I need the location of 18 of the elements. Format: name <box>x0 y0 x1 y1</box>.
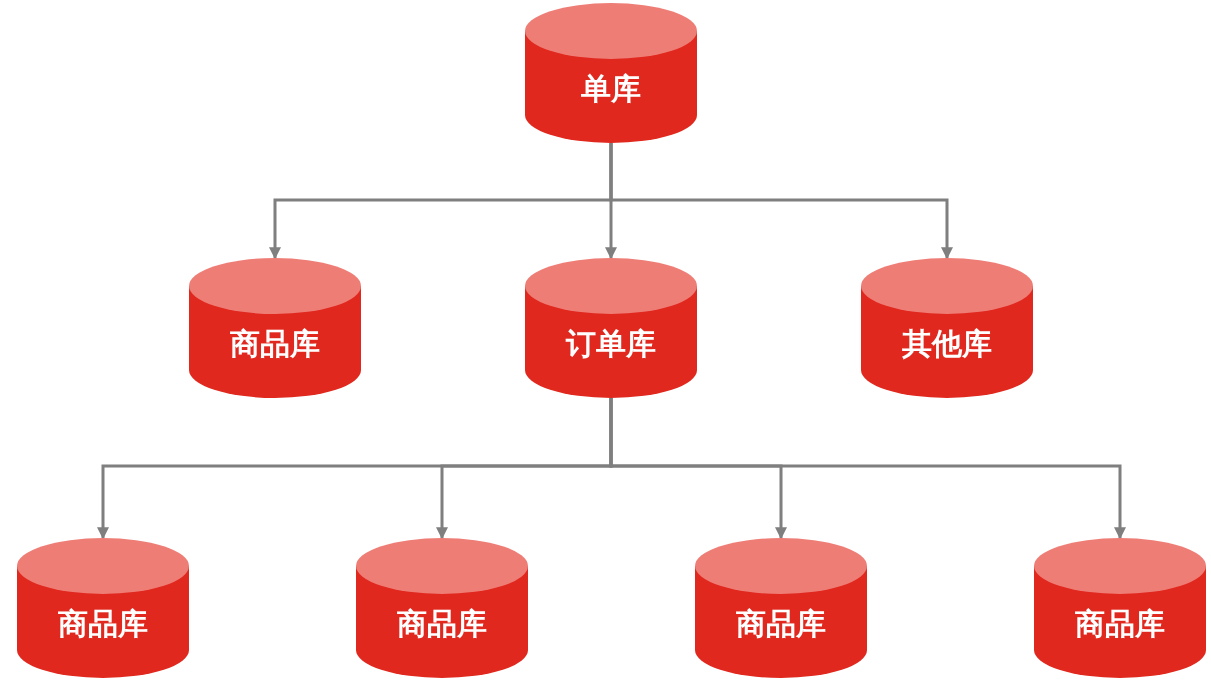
node-label: 订单库 <box>564 326 657 362</box>
node-label: 商品库 <box>735 606 827 642</box>
database-cylinder <box>525 258 697 398</box>
database-cylinder <box>1034 538 1206 678</box>
arrow <box>609 398 1126 540</box>
database-cylinder <box>525 3 697 143</box>
database-cylinder <box>695 538 867 678</box>
arrow <box>609 143 953 260</box>
node-label: 商品库 <box>229 326 321 362</box>
database-cylinder <box>861 258 1033 398</box>
database-cylinder <box>356 538 528 678</box>
node-label: 商品库 <box>396 606 488 642</box>
node-label: 商品库 <box>57 606 149 642</box>
node-label: 单库 <box>580 71 642 107</box>
node-label: 其他库 <box>901 326 993 362</box>
node-label: 商品库 <box>1074 606 1166 642</box>
database-cylinder <box>189 258 361 398</box>
database-cylinder <box>17 538 189 678</box>
